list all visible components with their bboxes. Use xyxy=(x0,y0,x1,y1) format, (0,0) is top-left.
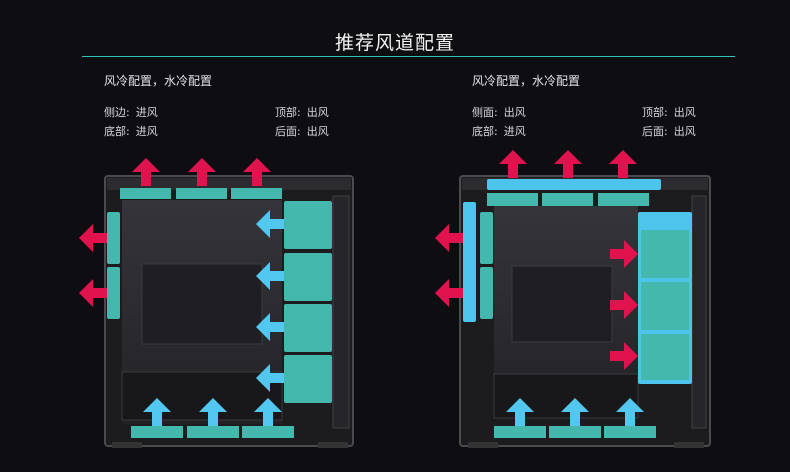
spec-label: 侧面: xyxy=(472,106,498,119)
spec-top: 顶部: 出风 xyxy=(642,104,696,120)
case-foot xyxy=(468,442,498,448)
side-fan xyxy=(107,267,120,319)
exhaust-arrow-left xyxy=(435,224,463,252)
spec-value: 出风 xyxy=(306,106,329,119)
spec-bottom: 底部: 进风 xyxy=(104,123,158,139)
spec-value: 出风 xyxy=(503,106,526,119)
side-fan xyxy=(480,267,493,319)
rear-fan xyxy=(284,201,332,249)
config-heading: 风冷配置，水冷配置 xyxy=(104,74,213,88)
spec-value: 进风 xyxy=(135,125,158,138)
top-fan xyxy=(487,193,538,206)
top-fan xyxy=(598,193,649,206)
title-divider xyxy=(82,56,735,57)
config-heading: 风冷配置，水冷配置 xyxy=(472,74,581,88)
case-right xyxy=(435,150,711,448)
top-fan xyxy=(176,188,227,199)
rear-io-panel xyxy=(332,195,350,429)
exhaust-arrow-up xyxy=(554,150,582,178)
spec-value: 进风 xyxy=(135,106,158,119)
top-fan xyxy=(231,188,282,199)
spec-side: 侧面: 出风 xyxy=(472,104,526,120)
spec-value: 出风 xyxy=(673,106,696,119)
motherboard-tray xyxy=(141,263,263,345)
spec-label: 底部: xyxy=(104,125,130,138)
side-radiator xyxy=(463,202,476,322)
case-top-panel xyxy=(107,178,351,190)
spec-value: 出风 xyxy=(306,125,329,138)
case-left xyxy=(79,158,354,448)
side-fan xyxy=(480,212,493,264)
rear-fan xyxy=(284,253,332,301)
case-foot xyxy=(674,442,704,448)
config-panel-right: 风冷配置，水冷配置 侧面: 出风 顶部: 出风 底部: 进风 后面: 出风 xyxy=(472,0,790,472)
spec-label: 顶部: xyxy=(275,106,301,119)
rear-fan xyxy=(641,282,689,330)
bottom-fan xyxy=(549,426,601,438)
top-fan xyxy=(120,188,171,199)
exhaust-arrow-up xyxy=(609,150,637,178)
exhaust-arrow-left xyxy=(435,279,463,307)
bottom-fan xyxy=(242,426,294,438)
spec-label: 底部: xyxy=(472,125,498,138)
case-foot xyxy=(112,442,142,448)
spec-side: 侧边: 进风 xyxy=(104,104,158,120)
rear-fan xyxy=(284,304,332,352)
config-panel-left: 风冷配置，水冷配置 侧边: 进风 顶部: 出风 底部: 进风 后面: 出风 xyxy=(104,0,444,472)
spec-label: 顶部: xyxy=(642,106,668,119)
motherboard-tray xyxy=(511,265,613,343)
bottom-fan xyxy=(131,426,183,438)
top-radiator xyxy=(487,179,661,190)
spec-rear: 后面: 出风 xyxy=(275,123,329,139)
rear-fan xyxy=(284,355,332,403)
bottom-fan xyxy=(604,426,656,438)
spec-label: 后面: xyxy=(275,125,301,138)
exhaust-arrow-left xyxy=(79,224,107,252)
side-fan xyxy=(107,212,120,264)
exhaust-arrow-up xyxy=(499,150,527,178)
spec-label: 侧边: xyxy=(104,106,130,119)
spec-value: 出风 xyxy=(673,125,696,138)
spec-label: 后面: xyxy=(642,125,668,138)
exhaust-arrow-left xyxy=(79,279,107,307)
page-title: 推荐风道配置 xyxy=(334,32,455,54)
rear-io-panel xyxy=(691,195,707,429)
bottom-fan xyxy=(187,426,239,438)
spec-rear: 后面: 出风 xyxy=(642,123,696,139)
top-fan xyxy=(542,193,593,206)
rear-fan xyxy=(641,230,689,278)
case-foot xyxy=(318,442,348,448)
spec-bottom: 底部: 进风 xyxy=(472,123,526,139)
rear-fan xyxy=(641,334,689,380)
spec-top: 顶部: 出风 xyxy=(275,104,329,120)
spec-value: 进风 xyxy=(503,125,526,138)
bottom-fan xyxy=(494,426,546,438)
